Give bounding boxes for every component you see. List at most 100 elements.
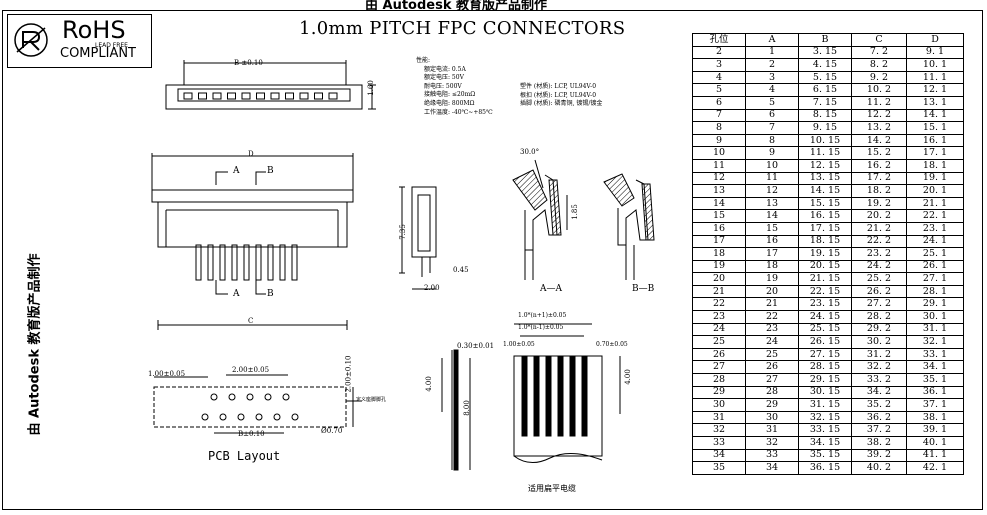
spec-line: 额定电流: 0.5A — [424, 65, 466, 73]
table-cell: 16. 15 — [798, 209, 852, 223]
table-cell: 10 — [692, 146, 746, 160]
slot-mark — [328, 92, 338, 100]
table-cell: 13. 2 — [851, 121, 907, 135]
table-cell: 21. 1 — [906, 196, 964, 211]
table-cell: 12 — [745, 184, 799, 198]
table-cell: 36. 1 — [906, 385, 964, 400]
table-cell: 9 — [745, 146, 799, 160]
dim-pcb-hole: Ø0.70 — [321, 427, 343, 435]
table-cell: 15. 1 — [906, 121, 964, 135]
table-cell: 17. 1 — [906, 146, 964, 160]
rohs-sub: LEAD FREE — [95, 42, 128, 49]
pcb-note: 定义座脚脚孔 — [356, 397, 387, 403]
table-cell: 27. 15 — [798, 347, 852, 362]
table-cell: 33. 2 — [851, 373, 907, 387]
table-cell: 19. 15 — [798, 247, 852, 261]
table-cell: 8 — [692, 121, 746, 135]
spec-line: 耐电压: 500V — [424, 82, 462, 90]
table-cell: 12. 15 — [798, 158, 852, 173]
table-header-row: 孔位 A B C D — [692, 33, 964, 47]
cable-front-drawing — [513, 323, 621, 463]
strip-mark — [581, 355, 588, 437]
slot-mark — [299, 92, 309, 100]
table-cell: 26 — [745, 360, 799, 375]
table-cell: 10. 1 — [906, 58, 964, 72]
table-cell: 30. 2 — [851, 335, 907, 349]
table-cell: 12. 2 — [851, 108, 907, 123]
table-cell: 3 — [692, 58, 746, 72]
table-cell: 24. 15 — [798, 310, 852, 324]
front-view-drawing — [151, 153, 354, 330]
table-cell: 14 — [692, 196, 746, 211]
spec-notes-right: 塑件 (材质): LCP, UL94V-0 根扣 (材质): LCP, UL94… — [520, 83, 602, 109]
hole-mark — [246, 393, 254, 401]
table-cell: 14. 2 — [851, 133, 907, 148]
table-cell: 23. 1 — [906, 221, 964, 236]
table-cell: 9. 2 — [851, 70, 907, 85]
dim-pcb-b: B±0.10 — [238, 430, 265, 438]
table-cell: 4 — [745, 83, 799, 97]
label-bb: B—B — [632, 284, 655, 294]
table-cell: 34 — [745, 461, 799, 475]
table-cell: 27. 1 — [906, 272, 964, 286]
table-cell: 3. 15 — [798, 45, 852, 60]
table-cell: 10. 15 — [798, 133, 852, 148]
table-cell: 22. 15 — [798, 284, 852, 299]
dim-pcb-p1: 1.00±0.05 — [148, 370, 186, 378]
hole-mark — [210, 393, 218, 401]
pin-mark — [279, 244, 286, 281]
table-cell: 32 — [745, 436, 799, 450]
strip-mark — [521, 355, 528, 437]
dim-sec-h: 1.85 — [570, 204, 579, 220]
table-cell: 16. 1 — [906, 133, 964, 148]
table-cell: 11. 1 — [906, 70, 964, 85]
table-cell: 37. 2 — [851, 423, 907, 437]
table-cell: 38. 1 — [906, 410, 964, 425]
dim-angle: 30.0° — [520, 148, 540, 156]
top-view-drawing — [165, 60, 376, 110]
table-cell: 23. 15 — [798, 297, 852, 312]
pin-mark — [255, 244, 262, 281]
table-cell: 25. 2 — [851, 272, 907, 286]
pin-mark — [291, 244, 298, 281]
table-cell: 28. 15 — [798, 360, 852, 375]
table-cell: 11. 2 — [851, 95, 907, 110]
table-cell: 32. 2 — [851, 360, 907, 375]
table-cell: 29 — [692, 385, 746, 400]
slot-mark — [183, 92, 193, 100]
dim-cab-h2: 8.00 — [462, 400, 471, 416]
spec-line: 工作温度: -40℃~+85℃ — [424, 108, 493, 116]
spec-line: 塑件 (材质): LCP, UL94V-0 — [520, 83, 597, 90]
table-cell: 30 — [692, 398, 746, 412]
table-cell: 24 — [745, 335, 799, 349]
table-cell: 28. 2 — [851, 310, 907, 324]
strip-mark — [533, 355, 540, 437]
table-cell: 34 — [692, 448, 746, 463]
pcb-layout-label: PCB Layout — [208, 449, 281, 463]
table-cell: 32. 15 — [798, 410, 852, 425]
table-cell: 39. 1 — [906, 423, 964, 437]
table-cell: 18 — [745, 259, 799, 274]
cable-label: 适用扁平电缆 — [528, 484, 576, 493]
dim-cab-t: 0.30±0.01 — [457, 342, 495, 350]
table-cell: 11 — [745, 171, 799, 186]
header-b: B — [798, 33, 852, 47]
table-cell: 22. 1 — [906, 209, 964, 223]
table-cell: 23. 2 — [851, 247, 907, 261]
dim-side-w: 2.00 — [424, 284, 440, 292]
table-cell: 14. 1 — [906, 108, 964, 123]
table-cell: 18 — [692, 247, 746, 261]
dim-side-t: 0.45 — [453, 266, 469, 274]
table-cell: 2 — [745, 58, 799, 72]
